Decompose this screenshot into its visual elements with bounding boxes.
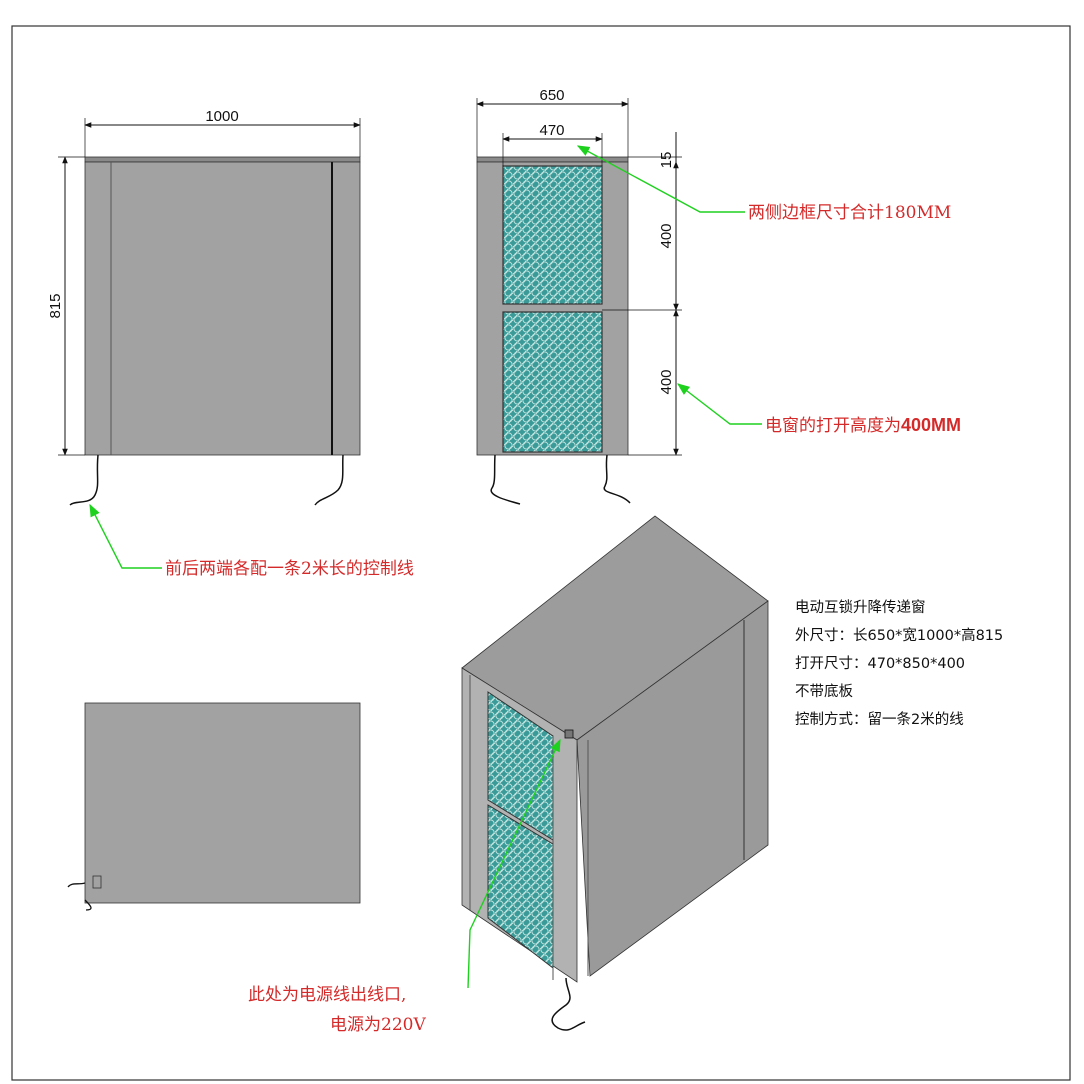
side-upper-mesh: [502, 165, 603, 305]
spec-control-method: 控制方式：留一条2米的线: [795, 711, 964, 728]
iso-cable: [551, 977, 586, 1031]
sheet-border: [11, 25, 1071, 1081]
side-view: 650 470 15 400 400: [476, 87, 682, 505]
leader-frame: [576, 145, 745, 213]
top-view: [67, 702, 361, 911]
iso-power-outlet: [564, 729, 574, 739]
annotations: 两侧边框尺寸合计180MM 电窗的打开高度为400MM 前后两端各配一条2米长的…: [89, 145, 961, 1035]
front-view: 1000 815: [47, 108, 361, 506]
iso-right-face: [576, 600, 769, 977]
dim-side-opening: 470: [539, 122, 564, 139]
note-power-outlet-2: 电源为220V: [330, 1015, 426, 1035]
leader-open-height: [677, 383, 762, 425]
spec-opening-size: 打开尺寸：470*850*400: [795, 655, 965, 672]
spec-outer-size: 外尺寸：长650*宽1000*高815: [795, 627, 1003, 644]
dim-side-upper: 400: [658, 223, 675, 248]
note-frame-total: 两侧边框尺寸合计180MM: [748, 203, 951, 223]
dim-side-width: 650: [539, 87, 564, 104]
top-panel: [84, 702, 361, 904]
dim-side-top-frame: 15: [658, 152, 675, 169]
front-left-cable: [69, 454, 99, 506]
iso-view: [461, 515, 769, 1031]
side-left-cable: [490, 454, 521, 505]
leader-power-outlet: [467, 738, 561, 989]
top-cable: [67, 882, 92, 911]
leader-control-cable: [89, 503, 162, 569]
side-lower-mesh: [502, 311, 603, 453]
note-open-height: 电窗的打开高度为400MM: [765, 415, 961, 436]
dim-front-width: 1000: [205, 108, 238, 125]
dim-front-height: 815: [47, 293, 64, 318]
note-control-cable: 前后两端各配一条2米长的控制线: [165, 559, 414, 579]
spec-title: 电动互锁升降传递窗: [795, 598, 926, 616]
spec-no-base: 不带底板: [795, 682, 853, 700]
side-right-cable: [603, 454, 631, 504]
dim-side-lower: 400: [658, 369, 675, 394]
top-outlet: [92, 875, 102, 889]
front-panel: [84, 161, 361, 456]
spec-block: 电动互锁升降传递窗 外尺寸：长650*宽1000*高815 打开尺寸：470*8…: [795, 598, 1003, 728]
front-right-cable: [314, 454, 344, 506]
note-power-outlet-1: 此处为电源线出线口,: [248, 985, 406, 1005]
front-top-cap: [84, 156, 361, 163]
